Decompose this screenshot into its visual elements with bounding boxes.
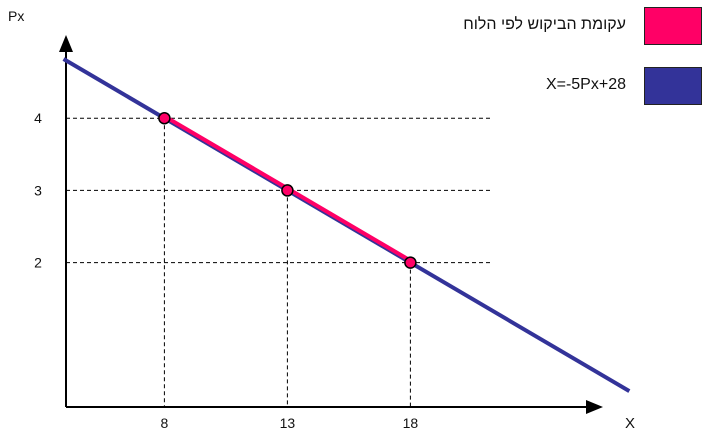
- y-axis-arrow: [59, 35, 73, 52]
- x-axis-label: X: [625, 415, 635, 431]
- guide-lines: [66, 117, 492, 407]
- series-lines: [62, 57, 631, 393]
- x-tick-label: 8: [161, 415, 169, 431]
- x-axis-arrow: [586, 400, 603, 414]
- y-tick-label: 4: [34, 110, 42, 126]
- axes: [59, 35, 603, 414]
- legend-swatch-blue: [644, 67, 702, 105]
- data-markers: [158, 111, 417, 269]
- legend-swatch-pink: [644, 7, 702, 45]
- tick-labels: 8 13 18 4 3 2: [34, 110, 418, 431]
- point-8-4: [158, 111, 171, 125]
- legend-item-equation: X=-5Px+28: [392, 67, 702, 105]
- y-tick-label: 2: [34, 255, 42, 271]
- legend-item-table-demand: עקומת הביקוש לפי הלוח: [392, 7, 702, 45]
- y-axis-label: Px: [8, 8, 24, 24]
- y-tick-label: 3: [34, 182, 42, 198]
- x-tick-label: 13: [280, 415, 296, 431]
- legend-label: עקומת הביקוש לפי הלוח: [463, 16, 626, 33]
- legend-label: X=-5Px+28: [545, 76, 626, 93]
- point-18-2: [404, 256, 417, 269]
- point-13-3: [281, 184, 294, 197]
- x-tick-label: 18: [403, 415, 419, 431]
